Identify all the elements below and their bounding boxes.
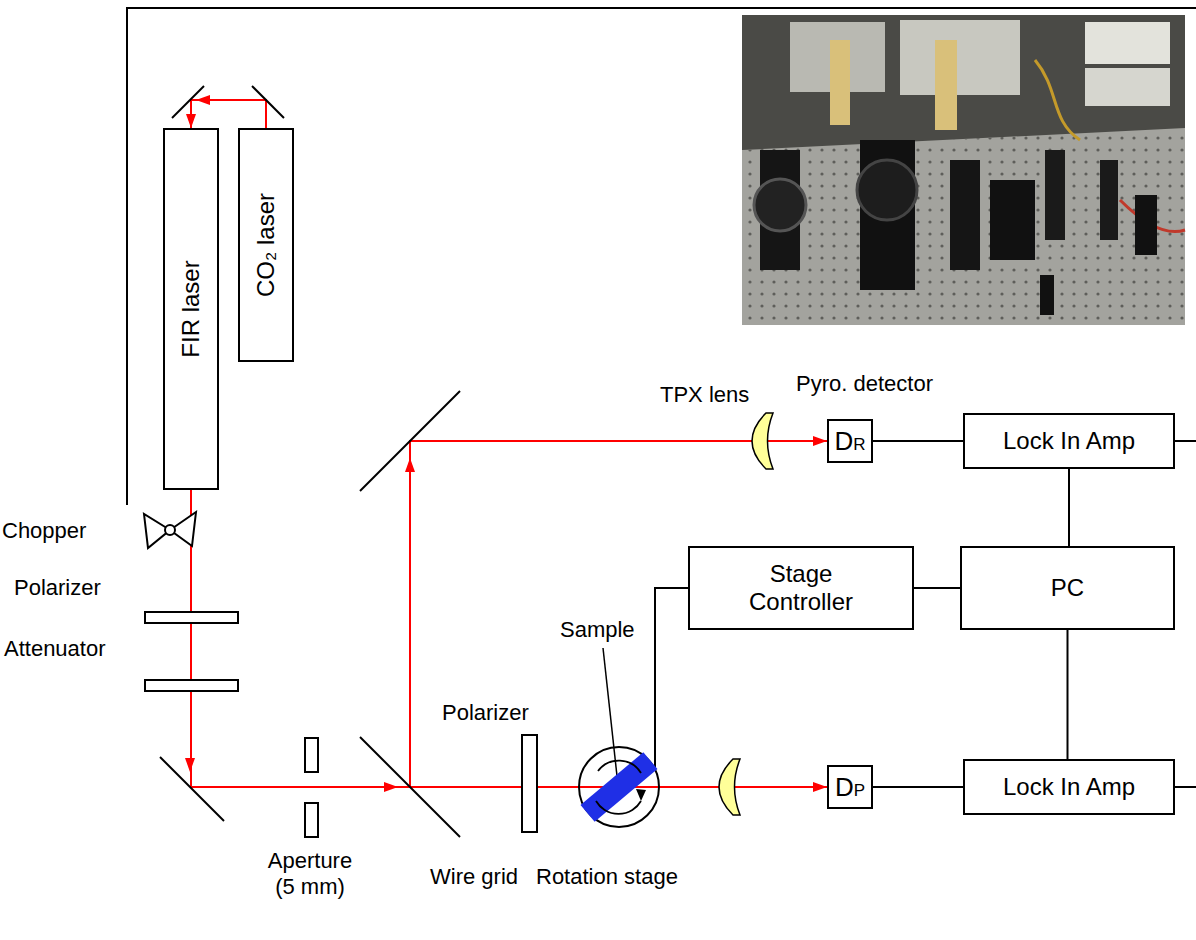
reference-wire	[127, 8, 1196, 505]
part-label: Sample	[560, 617, 635, 643]
chopper-hub	[165, 525, 175, 535]
arrowhead	[813, 782, 827, 792]
instrument-box	[1085, 68, 1170, 106]
box-label: PC	[1051, 574, 1084, 602]
optical-mount	[1100, 160, 1118, 240]
rotation-arrowhead	[636, 789, 646, 801]
aperture-jaw	[305, 738, 318, 772]
signal-wire	[914, 587, 960, 589]
box-label: Stage Controller	[726, 560, 876, 615]
part-label: Pyro. detector	[796, 371, 933, 397]
laser-box: FIR laser	[163, 128, 219, 490]
lock-in-box: Lock In Amp	[963, 759, 1175, 815]
laser-beam	[191, 490, 827, 787]
beam-arrowhead	[384, 782, 398, 792]
vacuum-chamber	[900, 20, 1020, 95]
photo-frame	[742, 15, 1185, 325]
signal-wire	[873, 440, 963, 442]
signal-wire	[1175, 786, 1196, 788]
part-label: TPX lens	[660, 382, 749, 408]
instrument-box	[1085, 22, 1170, 64]
attenuator-plate	[145, 680, 238, 691]
beam-arrowhead	[196, 95, 210, 105]
part-label: Rotation stage	[536, 864, 678, 890]
box-label: DR	[834, 428, 865, 454]
optical-mount	[950, 160, 980, 270]
part-label: Chopper	[2, 518, 86, 544]
brass-fitting	[830, 40, 850, 125]
mirror	[160, 757, 224, 821]
part-label: Polarizer	[14, 575, 101, 601]
mirror	[252, 86, 284, 118]
wire-grid	[360, 737, 460, 837]
laser-box: CO₂ laser	[238, 128, 294, 362]
rotation-stage	[579, 747, 659, 827]
box-label: DP	[835, 774, 865, 800]
signal-wire	[1068, 469, 1070, 546]
lock-in-box: Lock In Amp	[963, 413, 1175, 469]
part-label: Wire grid	[430, 864, 518, 890]
rotation-arrow	[598, 761, 641, 773]
signal-wire	[1175, 440, 1196, 442]
part-label: Attenuator	[4, 636, 106, 662]
box-label: FIR laser	[177, 260, 205, 357]
polarizer-plate	[522, 735, 537, 832]
optical-mount	[1135, 195, 1157, 255]
control-wire	[655, 588, 688, 770]
optical-mount	[754, 179, 806, 231]
optical-table	[742, 128, 1185, 325]
part-label: Aperture (5 mm)	[258, 848, 362, 901]
optical-mount	[1045, 150, 1065, 240]
optical-mount	[1040, 275, 1054, 315]
polarizer-plate	[145, 612, 238, 623]
mirror	[172, 86, 204, 118]
signal-wire	[873, 786, 963, 788]
tpx-lens	[752, 413, 773, 469]
optical-mount	[857, 160, 917, 220]
controller-box: Stage Controller	[688, 546, 914, 630]
box-label: CO₂ laser	[252, 193, 280, 297]
signal-wire	[1067, 630, 1069, 759]
beam-arrowhead	[185, 758, 195, 772]
part-label: Polarizer	[442, 700, 529, 726]
detector-box: DP	[827, 765, 873, 809]
beam-arrowhead	[405, 458, 415, 472]
box-label: Lock In Amp	[1003, 773, 1135, 801]
arrowhead	[186, 114, 196, 128]
cable	[1035, 60, 1080, 140]
sample	[581, 752, 658, 822]
brass-fitting	[935, 40, 957, 130]
optical-mount	[990, 180, 1035, 260]
mirror	[360, 391, 460, 491]
detector-box: DR	[827, 419, 873, 463]
table-holes	[742, 128, 1185, 325]
aperture-jaw	[305, 803, 318, 837]
leader-line	[603, 648, 617, 776]
laser-beam	[191, 100, 266, 128]
arrowhead	[813, 436, 827, 446]
tpx-lens	[719, 759, 740, 815]
computer-box: PC	[960, 546, 1175, 630]
box-label: Lock In Amp	[1003, 427, 1135, 455]
rotation-arrow	[596, 801, 641, 814]
